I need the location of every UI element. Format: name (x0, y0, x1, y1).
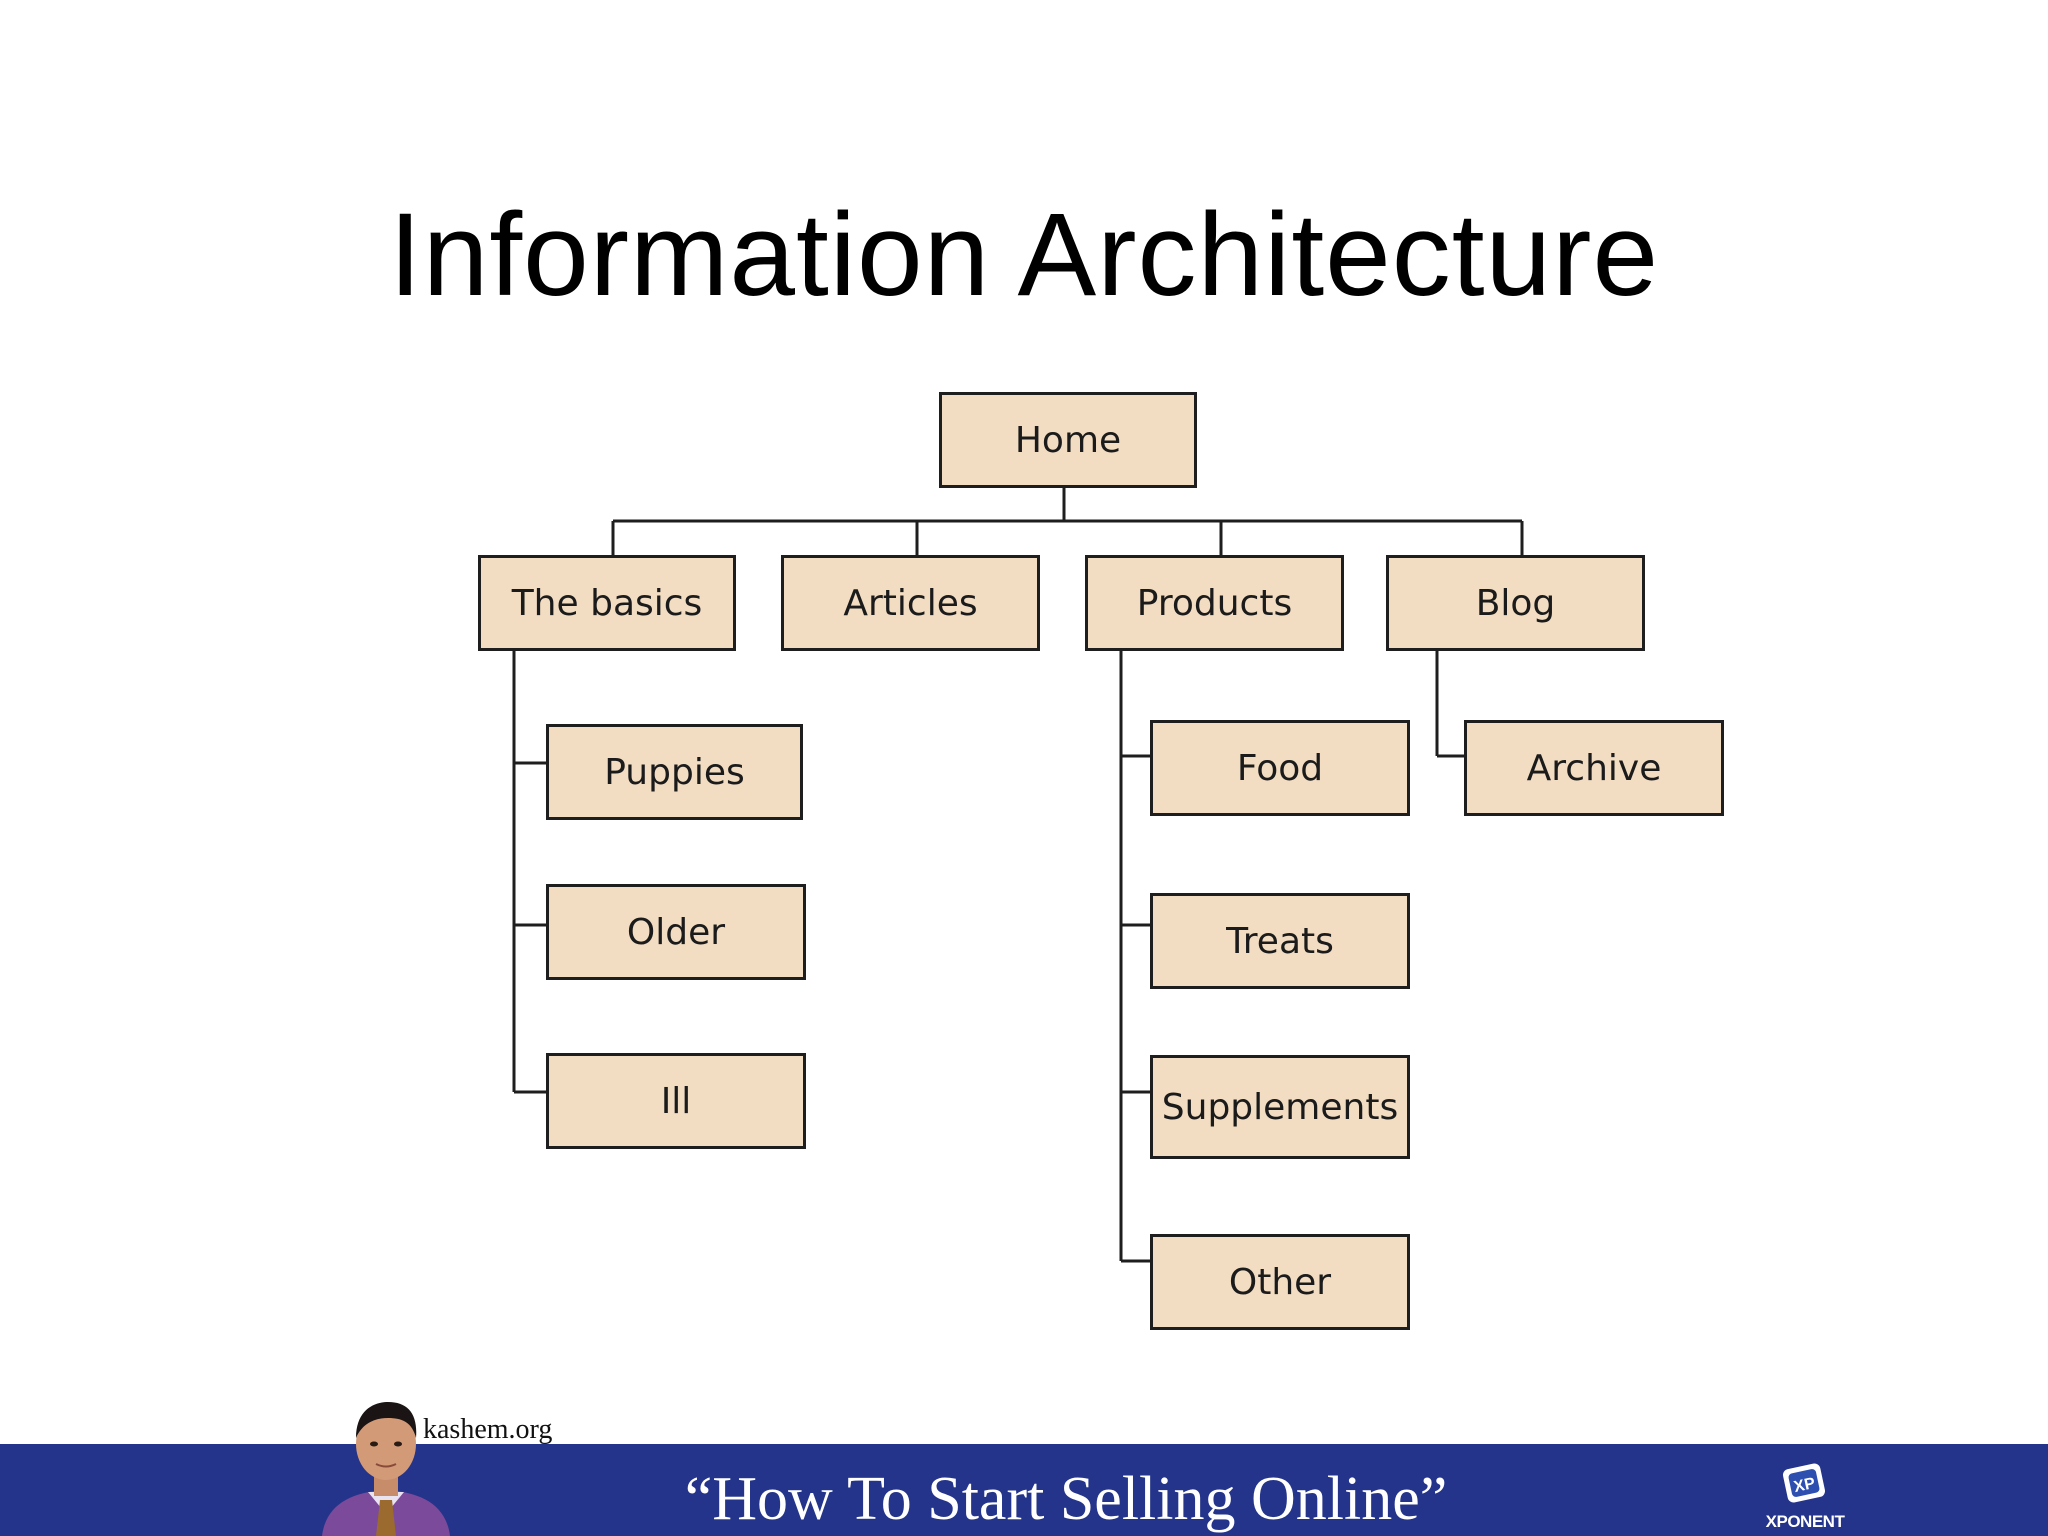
connector-lines (512, 487, 1524, 1263)
node-the-basics: The basics (478, 555, 736, 651)
node-articles: Articles (781, 555, 1040, 651)
slide-title: Information Architecture (388, 189, 1660, 321)
xponent-logo-icon: XP (1782, 1463, 1826, 1503)
node-home: Home (939, 392, 1197, 488)
sitemap-diagram: Home The basics Articles Products Blog P… (478, 392, 1724, 1330)
node-blog: Blog (1386, 555, 1645, 651)
node-other: Other (1150, 1234, 1410, 1330)
node-puppies: Puppies (546, 724, 803, 820)
node-supplements: Supplements (1150, 1055, 1410, 1159)
node-treats: Treats (1150, 893, 1410, 989)
node-ill: Ill (546, 1053, 806, 1149)
node-older: Older (546, 884, 806, 980)
node-archive: Archive (1464, 720, 1724, 816)
node-food: Food (1150, 720, 1410, 816)
svg-text:XP: XP (1792, 1475, 1817, 1496)
site-url: kashem.org (423, 1414, 553, 1445)
node-products: Products (1085, 555, 1344, 651)
xponent-logo-text: XPONENT (1765, 1512, 1845, 1531)
footer-tagline: “How To Start Selling Online” (684, 1465, 1448, 1533)
presenter-photo (322, 1402, 450, 1536)
